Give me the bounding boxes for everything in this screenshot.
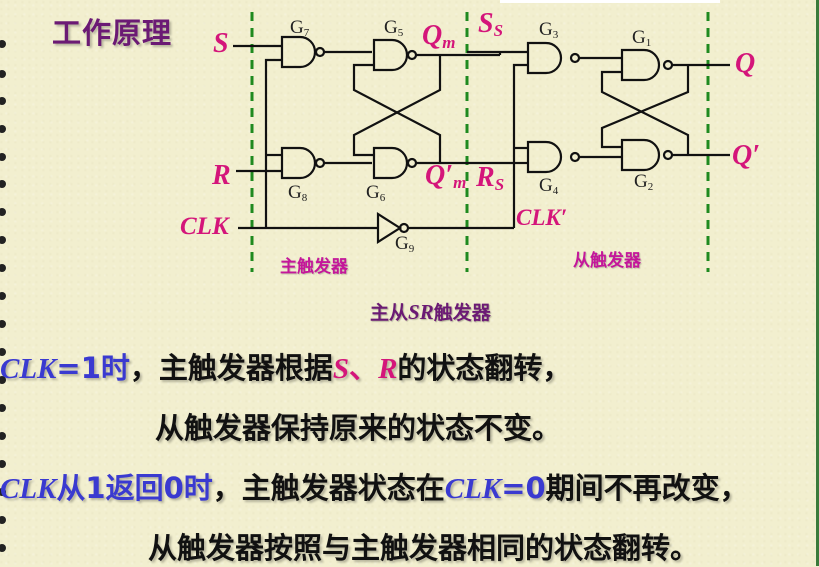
gate-g6-label: G6: [366, 182, 386, 204]
gate-g5-label: G5: [384, 17, 404, 39]
page-title: 工作原理: [52, 16, 173, 50]
signal-qm-label: Qm: [422, 20, 456, 52]
gate-g4-label: G4: [539, 175, 559, 197]
master-flipflop-label: 主触发器: [280, 257, 348, 277]
gate-g1-label: G1: [632, 27, 652, 49]
signal-rs-label: RS: [476, 162, 505, 194]
explanation-line-4: 从触发器按照与主触发器相同的状态翻转。: [148, 531, 700, 565]
signal-q-label: Q: [735, 48, 756, 79]
gate-g8-label: G8: [288, 182, 308, 204]
gate-g2-label: G2: [634, 171, 654, 193]
master-slave-sr-circuit: [233, 12, 730, 272]
slide-border: [816, 0, 819, 566]
figure-caption: 主从SR触发器: [370, 300, 491, 324]
explanation-line-2: 从触发器保持原来的状态不变。: [155, 411, 562, 445]
signal-q-prime-label: Q′: [732, 140, 761, 171]
slave-flipflop-label: 从触发器: [573, 251, 641, 271]
signal-clk-label: CLK: [180, 213, 229, 240]
signal-qm-prime-label: Q′m: [425, 160, 467, 192]
explanation-line-3: CLK从1返回0时，主触发器状态在CLK=0期间不再改变，: [0, 471, 749, 505]
top-edge: [500, 0, 720, 3]
gate-g9-label: G9: [395, 233, 415, 255]
explanation-line-1: CLK=1时，主触发器根据S、R的状态翻转，: [0, 351, 572, 385]
signal-s-label: S: [213, 28, 229, 59]
signal-clk-prime-label: CLK′: [516, 205, 568, 230]
gate-g3-label: G3: [539, 19, 559, 41]
gate-g7-label: G7: [290, 17, 310, 39]
signal-r-label: R: [212, 160, 231, 191]
signal-ss-label: SS: [478, 8, 504, 40]
notebook-binding: [0, 0, 8, 566]
